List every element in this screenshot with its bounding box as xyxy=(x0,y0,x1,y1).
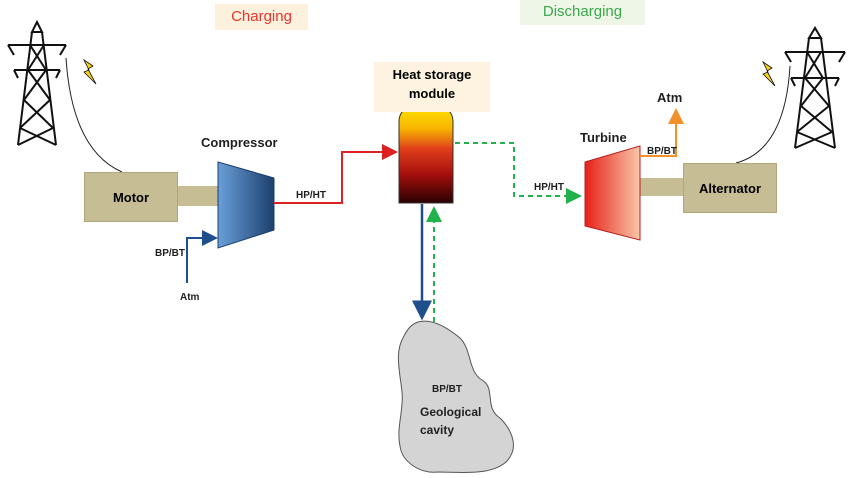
compressor-outlet-state-label: HP/HT xyxy=(296,190,326,201)
turbine-label: Turbine xyxy=(580,130,627,145)
turbine-exhaust-flow xyxy=(640,108,684,157)
compressor-atm-label: Atm xyxy=(180,292,200,303)
heat-storage-title: Heat storage module xyxy=(374,62,490,112)
charging-label-text: Charging xyxy=(231,8,292,25)
heat-storage-vessel xyxy=(398,103,454,204)
lightning-bolt-icon xyxy=(82,58,97,85)
alternator-shaft xyxy=(640,178,684,196)
geological-cavity-shape xyxy=(397,320,514,474)
heat-storage-title-line1: Heat storage xyxy=(392,67,472,82)
cavity-state-label: BP/BT xyxy=(432,384,462,395)
compressor-label: Compressor xyxy=(201,135,278,150)
turbine-outlet-state-label: BP/BT xyxy=(647,146,677,157)
compressor-inlet-flow xyxy=(186,230,218,283)
storage-to-turbine-flow xyxy=(455,142,582,204)
cavity-label-line2: cavity xyxy=(420,423,455,437)
turbine-shape xyxy=(584,145,641,241)
alternator-power-cable xyxy=(735,65,791,164)
turbine-inlet-state-label: HP/HT xyxy=(534,182,564,193)
power-pylon-icon xyxy=(784,26,846,149)
turbine-atm-label: Atm xyxy=(657,90,683,105)
compressor-shape xyxy=(217,161,275,249)
motor-label: Motor xyxy=(112,189,150,205)
motor-power-cable xyxy=(65,57,123,173)
motor-box: Motor xyxy=(84,172,178,222)
alternator-box: Alternator xyxy=(683,163,777,213)
charging-label: Charging xyxy=(215,4,308,30)
discharging-label: Discharging xyxy=(520,0,645,25)
cavity-label-line1: Geological xyxy=(420,405,482,419)
motor-shaft xyxy=(176,186,220,206)
discharging-label-text: Discharging xyxy=(542,3,623,20)
alternator-label: Alternator xyxy=(698,180,762,196)
power-pylon-icon xyxy=(7,19,67,146)
lightning-bolt-icon xyxy=(761,60,776,87)
compressor-inlet-state-label: BP/BT xyxy=(155,248,185,259)
compressor-to-storage-flow xyxy=(274,144,398,204)
heat-storage-title-line2: module xyxy=(408,86,456,101)
